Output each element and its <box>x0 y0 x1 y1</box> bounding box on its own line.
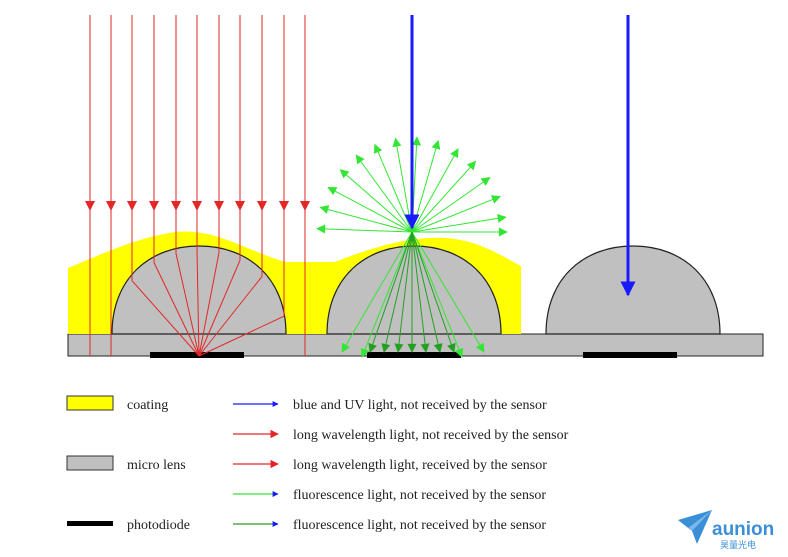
red-ray-refracted <box>198 260 241 357</box>
fluorescence-ray-dark <box>394 231 413 353</box>
logo-subtitle: 昊量光电 <box>720 539 756 551</box>
fluorescence-ray-light <box>319 205 413 233</box>
legend-label-long-received: long wavelength light, received by the s… <box>293 458 547 473</box>
fluorescence-ray-light <box>411 195 501 233</box>
legend-label-photodiode: photodiode <box>127 518 190 533</box>
blue-uv-rays <box>404 15 636 297</box>
aunion-logo: aunion 昊量光电 <box>678 510 774 551</box>
red-ray-refracted <box>196 250 200 357</box>
coating-swatch <box>66 395 114 411</box>
fluorescence-ray-light <box>411 231 485 353</box>
fluorescence-rays <box>316 136 508 358</box>
fluorescence-ray-dark <box>368 231 413 353</box>
fluorescence-ray-light <box>360 231 413 358</box>
micro-lens-3 <box>545 245 721 335</box>
red-ray-refracted <box>198 276 263 357</box>
legend-label-fluor-dark: fluorescence light, not received by the … <box>293 518 546 533</box>
fluorescence-ray-light <box>341 231 413 353</box>
red-ray-refracted <box>175 253 200 357</box>
fluorescence-ray-light <box>316 224 413 234</box>
fluorescence-ray-light <box>411 176 491 233</box>
fluorescence-ray-light <box>411 213 507 233</box>
fluorescence-ray-dark <box>411 231 430 353</box>
legend-label-blue-uv: blue and UV light, not received by the s… <box>293 398 547 413</box>
fluorescence-ray-light <box>339 169 413 233</box>
legend-label-fluor-light: fluorescence light, not received by the … <box>293 488 546 503</box>
micro-lens-1 <box>111 245 287 335</box>
fluorescence-ray-dark <box>381 231 413 353</box>
red-ray-refracted <box>153 262 200 357</box>
logo-wordmark: aunion <box>712 519 774 540</box>
fluorescence-ray-light <box>355 154 413 233</box>
photodiode-3 <box>583 352 677 358</box>
photodiode-2 <box>367 352 461 358</box>
fluorescence-ray-light <box>411 160 477 233</box>
legend-label-long-not-received: long wavelength light, not received by t… <box>293 428 569 443</box>
photodiode-1 <box>150 352 244 358</box>
fluorescence-ray-light <box>392 137 413 233</box>
red-ray-refracted <box>198 252 220 357</box>
micro-lens-swatch <box>66 455 114 471</box>
fluorescence-ray-light <box>411 148 459 233</box>
fluorescence-ray-light <box>327 186 413 233</box>
fluorescence-ray-dark <box>411 231 456 353</box>
legend-label-coating: coating <box>127 398 168 413</box>
red-ray-refracted <box>198 315 285 357</box>
fluorescence-ray-dark <box>411 231 443 353</box>
red-ray-refracted <box>131 280 200 357</box>
long-wavelength-rays <box>85 15 310 357</box>
legend-label-micro-lens: micro lens <box>127 458 186 473</box>
fluorescence-ray-light <box>411 231 464 358</box>
photodiode-swatch <box>67 521 113 526</box>
